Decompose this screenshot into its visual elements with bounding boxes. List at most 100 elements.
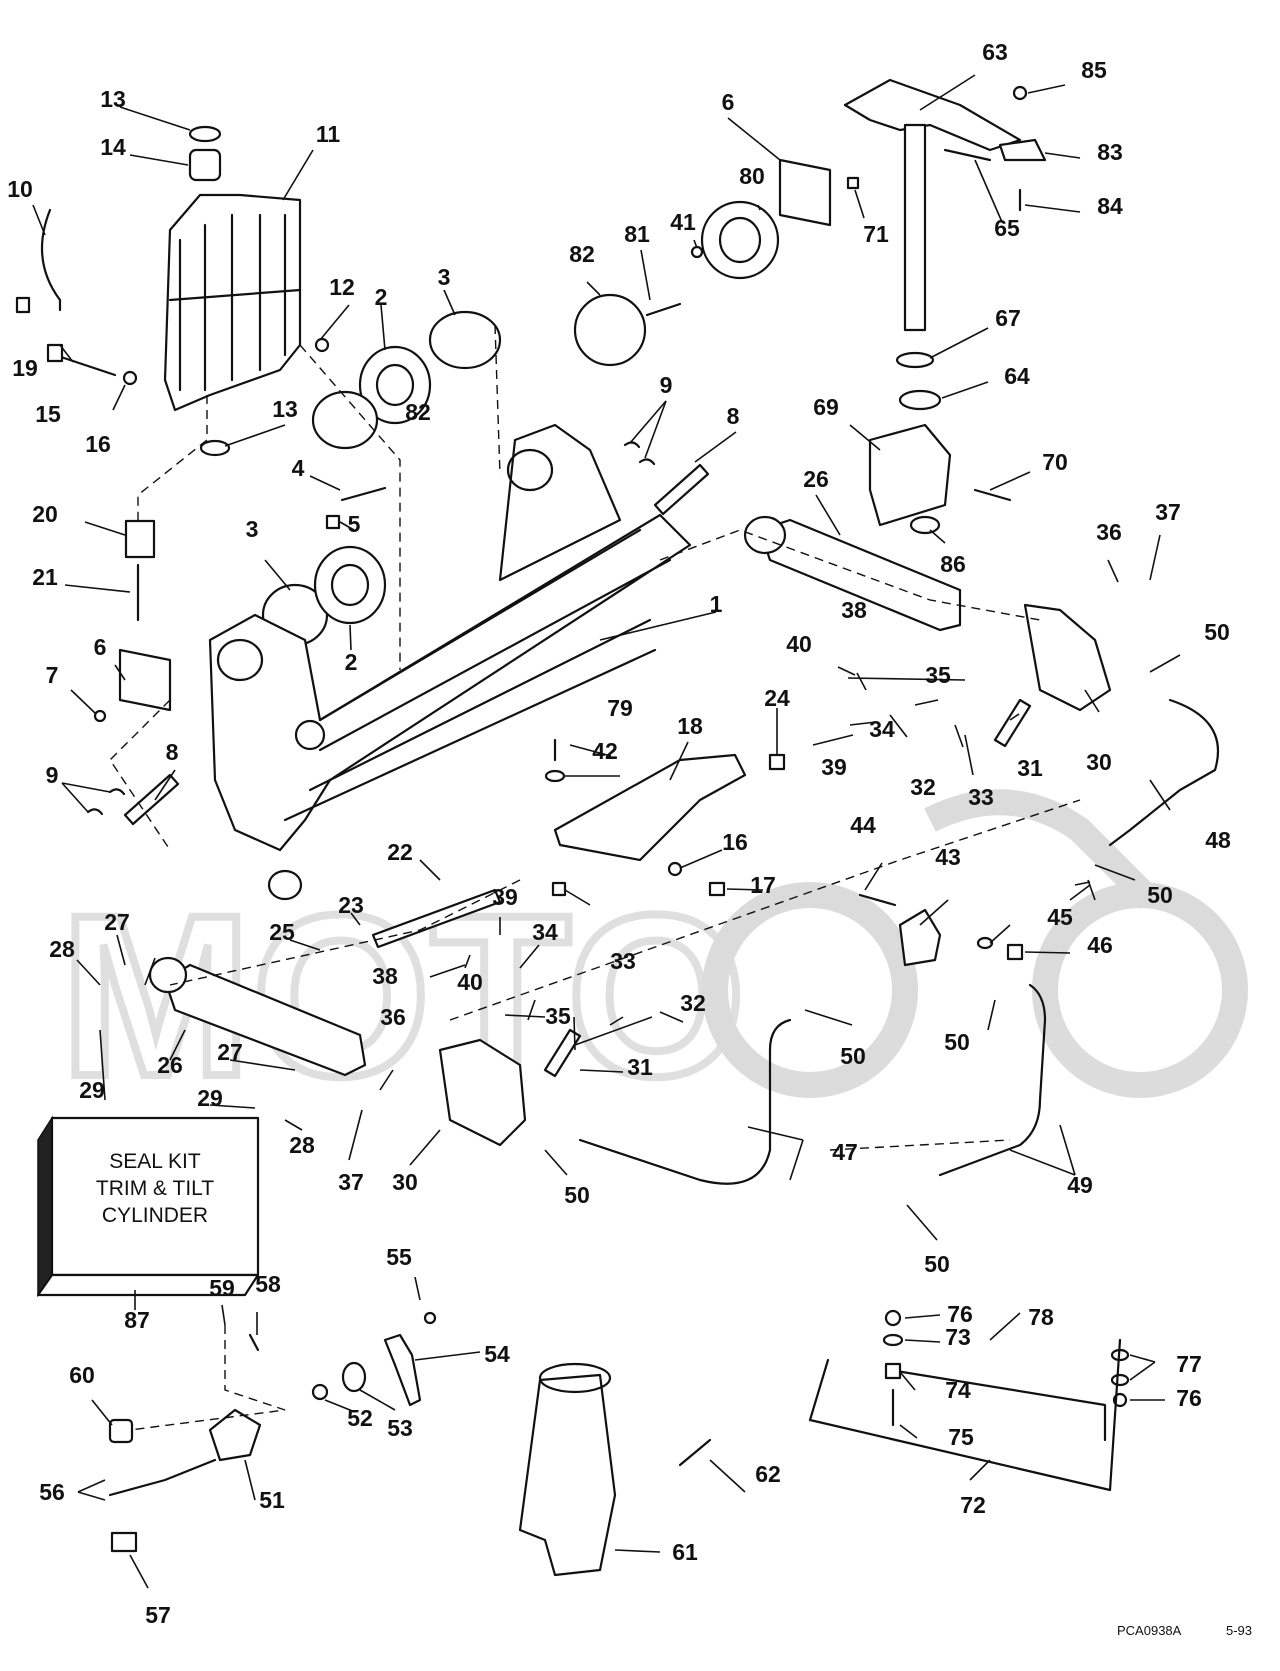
part-2-bushing-lower (313, 545, 387, 625)
part-26-cylinder-upper (743, 515, 962, 632)
callout-67: 67 (995, 305, 1021, 331)
callout-42: 42 (592, 738, 618, 764)
callout-30: 30 (1086, 749, 1112, 775)
seal-kit-box (36, 1115, 260, 1298)
part-82-cap-left (311, 390, 379, 450)
callout-22: 22 (387, 839, 413, 865)
callout-61: 61 (672, 1539, 698, 1565)
callout-81: 81 (624, 221, 650, 247)
callout-50-5: 50 (564, 1182, 590, 1208)
part-19-screw (15, 296, 31, 314)
part-17-nut (708, 881, 726, 897)
callout-35: 35 (925, 662, 951, 688)
assembly-lines (109, 324, 1081, 1431)
callout-50-4: 50 (944, 1029, 970, 1055)
part-30-bracket-upper (1023, 603, 1112, 712)
part-83-bracket (998, 138, 1047, 162)
part-53-ring (341, 1361, 367, 1393)
callout-49: 49 (1067, 1172, 1093, 1198)
part-2-bushing-upper (358, 345, 432, 425)
part-48-hose (1108, 698, 1220, 847)
callout-54: 54 (484, 1341, 510, 1367)
part-43-valve (898, 908, 942, 967)
callout-46: 46 (1087, 932, 1113, 958)
callout-8-2: 8 (166, 739, 179, 765)
callout-38: 38 (841, 597, 867, 623)
callout-87: 87 (124, 1307, 150, 1333)
callout-60: 60 (69, 1362, 95, 1388)
part-76-nut-right (1112, 1392, 1128, 1408)
callout-27: 27 (104, 909, 130, 935)
callout-33: 33 (968, 784, 994, 810)
callout-30-2: 30 (392, 1169, 418, 1195)
part-67-washer (895, 351, 935, 369)
callout-79: 79 (607, 695, 633, 721)
callout-6: 6 (722, 89, 735, 115)
part-47-hose (578, 1018, 792, 1185)
callout-56: 56 (39, 1479, 65, 1505)
callout-15: 15 (35, 401, 61, 427)
callout-23: 23 (338, 892, 364, 918)
part-24-nut (768, 753, 786, 771)
part-51-switch (208, 1408, 262, 1462)
part-60-sleeve (108, 1418, 134, 1444)
part-69-steering-block (868, 423, 952, 527)
part-72-tie-bar-assembly (808, 1338, 1122, 1492)
part-10-ground-wire (40, 208, 62, 312)
callout-16-2: 16 (722, 829, 748, 855)
callout-3-2: 3 (246, 516, 259, 542)
callout-65: 65 (994, 215, 1020, 241)
callout-19: 19 (12, 355, 38, 381)
part-30-bracket-lower (438, 1038, 527, 1147)
part-31-pin-upper (993, 698, 1032, 748)
callout-84: 84 (1097, 193, 1123, 219)
callout-33-2: 33 (610, 948, 636, 974)
callout-41: 41 (670, 209, 696, 235)
callout-51: 51 (259, 1487, 285, 1513)
callout-31: 31 (1017, 755, 1043, 781)
callout-8: 8 (727, 403, 740, 429)
callout-48: 48 (1205, 827, 1231, 853)
callout-50-6: 50 (924, 1251, 950, 1277)
callout-38-2: 38 (372, 963, 398, 989)
part-7-screw (93, 709, 107, 723)
callout-74: 74 (945, 1377, 971, 1403)
callout-35-2: 35 (545, 1003, 571, 1029)
callout-leaders (32, 74, 1181, 1589)
date-code: 5-93 (1226, 1623, 1252, 1638)
part-77-washers (1110, 1348, 1130, 1387)
part-41-nut (690, 245, 704, 259)
part-54-lever (383, 1333, 422, 1407)
callout-21: 21 (32, 564, 58, 590)
callout-50-3: 50 (840, 1043, 866, 1069)
callout-5: 5 (348, 511, 361, 537)
callout-82: 82 (569, 241, 595, 267)
callout-72: 72 (960, 1492, 986, 1518)
part-6-plate-left (118, 648, 172, 712)
callout-76-2: 76 (1176, 1385, 1202, 1411)
callout-69: 69 (813, 394, 839, 420)
part-9-clip-right (623, 441, 656, 466)
callout-52: 52 (347, 1405, 373, 1431)
callout-31-2: 31 (627, 1054, 653, 1080)
part-11-housing (163, 193, 302, 412)
callout-numbers: 1223345667889910111213131415161617181920… (7, 39, 1231, 1628)
part-85-nut (1012, 85, 1028, 101)
part-45-washer (976, 936, 994, 950)
callout-12: 12 (329, 274, 355, 300)
callout-3: 3 (438, 264, 451, 290)
callout-36-2: 36 (380, 1004, 406, 1030)
callout-18: 18 (677, 713, 703, 739)
callout-62: 62 (755, 1461, 781, 1487)
callout-77: 77 (1176, 1351, 1202, 1377)
part-70-bolt (973, 488, 1012, 502)
part-65-bolt (943, 148, 992, 162)
callout-9-2: 9 (46, 762, 59, 788)
part-1-transom-bracket (208, 423, 692, 901)
part-8-pin-right (653, 463, 710, 516)
callout-70: 70 (1042, 449, 1068, 475)
callout-78: 78 (1028, 1304, 1054, 1330)
seal-kit-line-3: CYLINDER (102, 1204, 208, 1227)
part-9-clip-left (86, 788, 126, 816)
part-56-wires (108, 1458, 217, 1497)
